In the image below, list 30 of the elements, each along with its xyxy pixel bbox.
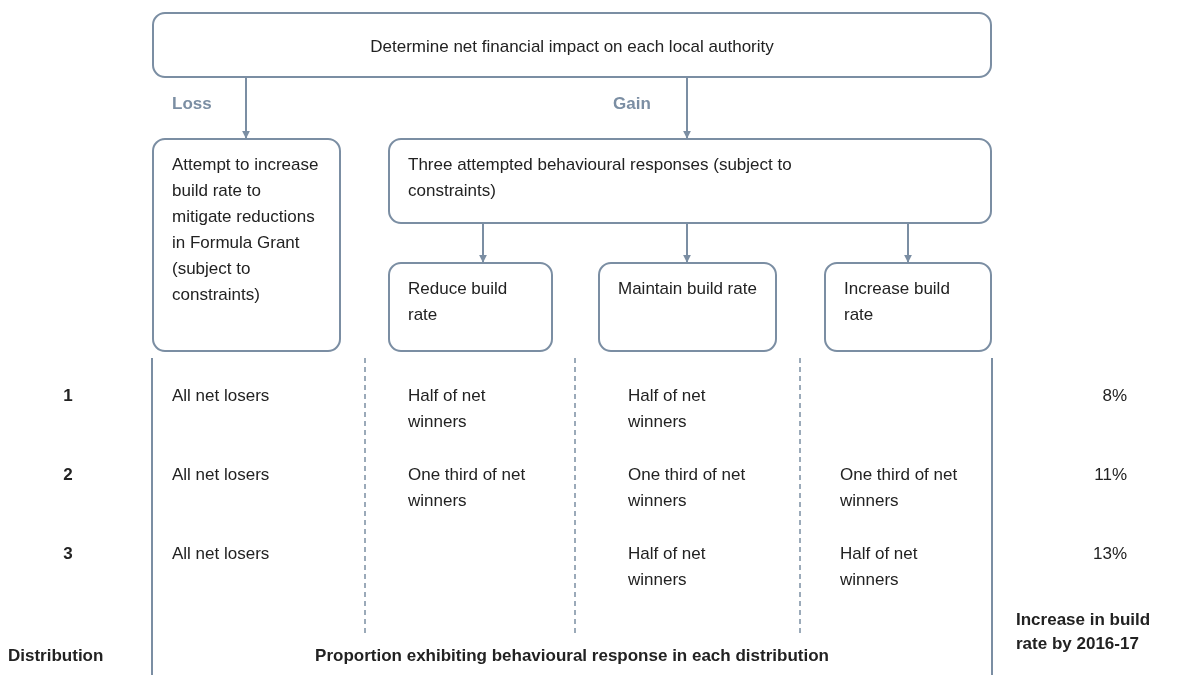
- arrow: [683, 223, 691, 263]
- percentage-value: 11%: [1093, 464, 1127, 486]
- row-number: 1: [62, 385, 74, 407]
- row-number: 2: [62, 464, 74, 486]
- arrow: [242, 77, 250, 139]
- percentage-value: 8%: [1101, 385, 1127, 407]
- table-cell-text: One third of net winners: [840, 464, 959, 512]
- table-cell-text: One third of net winners: [408, 464, 527, 512]
- column-heading: Increase in build rate by 2016-17: [1016, 609, 1152, 655]
- process-box: Reduce build rate: [388, 262, 553, 352]
- process-box: Increase build rate: [824, 262, 992, 352]
- process-box: Maintain build rate: [598, 262, 777, 352]
- table-cell-text: Half of net winners: [840, 543, 919, 591]
- row-number: 3: [62, 543, 74, 565]
- arrow: [683, 77, 691, 139]
- process-box: Determine net financial impact on each local authority: [152, 12, 992, 78]
- arrow: [479, 223, 487, 263]
- process-box: Three attempted behavioural responses (subject to constraints): [388, 138, 992, 224]
- table-cell-text: Half of net winners: [628, 543, 707, 591]
- table-cell-text: One third of net winners: [628, 464, 747, 512]
- column-heading: Distribution: [8, 645, 105, 667]
- column-heading: Proportion exhibiting behavioural response in each distribution: [314, 645, 830, 667]
- process-box: Attempt to increase build rate to mitigate reductions in Formula Grant (subject to constraints): [152, 138, 341, 352]
- table-cell-text: Half of net winners: [408, 385, 487, 433]
- arrow: [904, 223, 912, 263]
- table-cell-text: All net losers: [172, 543, 271, 565]
- table-cell-text: All net losers: [172, 385, 271, 407]
- table-cell-text: Half of net winners: [628, 385, 707, 433]
- percentage-value: 13%: [1091, 543, 1127, 565]
- table-cell-text: All net losers: [172, 464, 271, 486]
